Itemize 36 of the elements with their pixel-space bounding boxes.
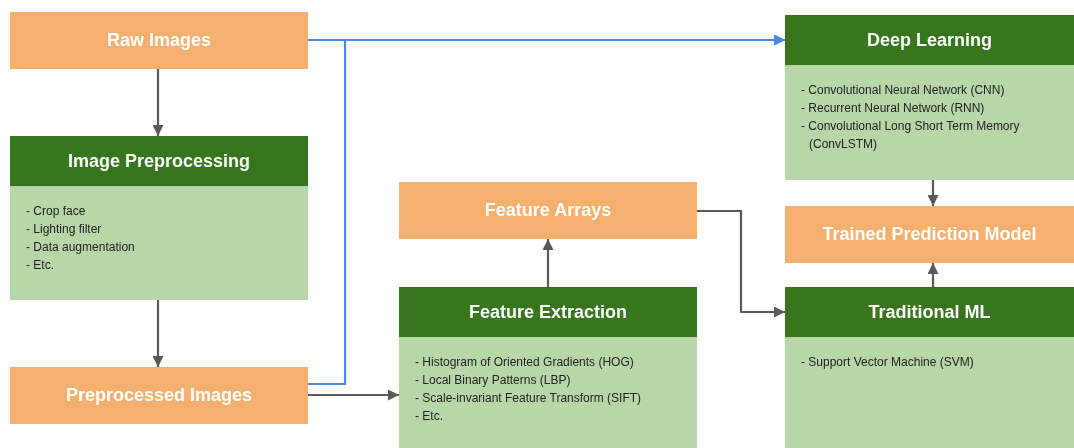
box-label: Trained Prediction Model [822,224,1037,245]
list-item: - Convolutional Long Short Term Memory (ConvLSTM) [801,118,1021,153]
arrow [152,69,164,136]
process-box [785,206,1074,263]
process-box [10,12,308,69]
list-item: - Etc. [26,257,55,274]
list-item: - Lighting filter [26,221,103,238]
list-item: - Data augmentation [26,239,136,256]
process-box [10,367,308,424]
arrow [542,239,554,287]
arrow [697,209,785,318]
list-item: - Convolutional Neural Network (CNN) [801,82,1006,99]
process-card [785,15,1074,180]
list-item: - Scale-invariant Feature Transform (SIFT) [415,390,643,407]
box-label: Feature Arrays [484,200,612,221]
list-item: - Local Binary Patterns (LBP) [415,372,572,389]
arrow [308,34,785,386]
card-title: Feature Extraction [468,301,627,323]
process-card [785,287,1074,448]
list-item: - Recurrent Neural Network (RNN) [801,100,986,117]
arrow [927,180,939,206]
card-title: Deep Learning [867,29,992,51]
card-title: Traditional ML [868,301,991,323]
arrow [308,389,399,401]
list-item: - Crop face [26,203,87,220]
list-item: - Etc. [415,408,444,425]
process-box [399,182,697,239]
arrow [927,263,939,287]
process-card [399,287,697,448]
list-item: - Support Vector Machine (SVM) [801,354,975,371]
process-card [10,136,308,300]
card-title: Image Preprocessing [67,150,251,172]
arrow [152,300,164,367]
list-item: - Histogram of Oriented Gradients (HOG) [415,354,635,371]
box-label: Preprocessed Images [65,385,253,406]
box-label: Raw Images [106,30,211,51]
